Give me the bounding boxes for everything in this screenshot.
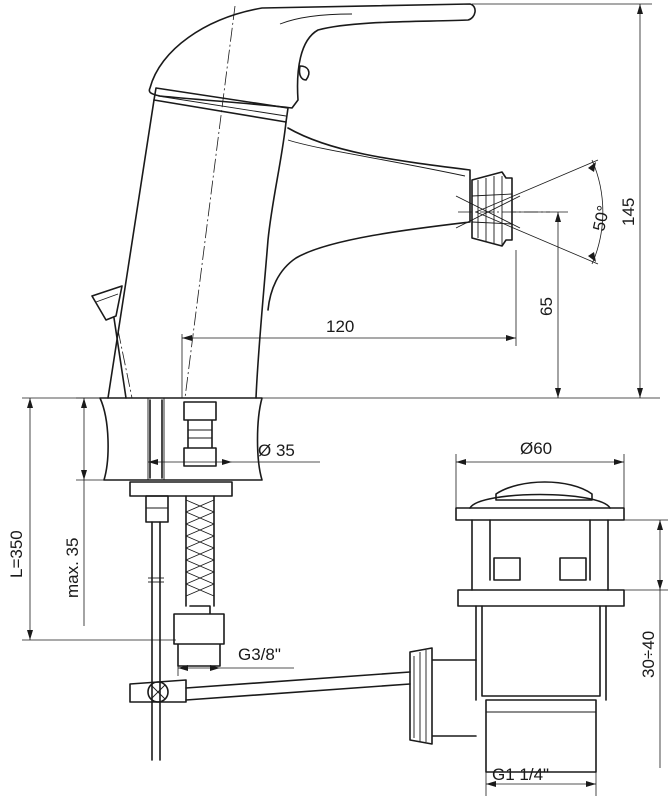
side-connector [409,647,477,745]
faucet-body [91,3,513,399]
label-hose-length: L=350 [7,530,26,578]
popup-rod [91,285,127,399]
label-spout-reach: 120 [326,317,354,336]
deck-section [99,397,263,481]
label-max-deck: max. 35 [63,538,82,598]
fixing-plate [129,481,233,497]
popup-waste [409,481,625,773]
label-hole-diameter: Ø 35 [258,441,295,460]
waste-tail [485,699,597,773]
label-spray-angle: 50° [589,204,613,233]
label-outlet-height: 65 [537,297,556,316]
waste-nut [457,589,625,607]
lever-handle [148,3,476,109]
aerator-nozzle [471,171,513,247]
label-waste-thread: G1 1/4" [492,765,549,784]
hose-end-nut [173,605,225,667]
label-hose-thread: G3/8" [238,645,281,664]
dimension-labels: 120 145 65 50° Ø 35 max. 35 L=350 G3/8" … [7,198,658,784]
spout [267,127,471,311]
label-waste-range: 30÷40 [639,631,658,678]
linkage-rod [129,671,411,703]
braided-hose [173,495,225,667]
hose-connector [183,401,217,467]
waste-flange [455,507,625,521]
center-lines [117,5,550,399]
deck-mounting [99,397,263,761]
label-waste-diameter: Ø60 [520,439,552,458]
dimension-lines [22,3,668,796]
plug-cap [469,493,611,509]
body-shell [107,99,287,399]
label-total-height: 145 [619,198,638,226]
fixing-nut [145,495,169,523]
clamp-screw [147,681,169,703]
